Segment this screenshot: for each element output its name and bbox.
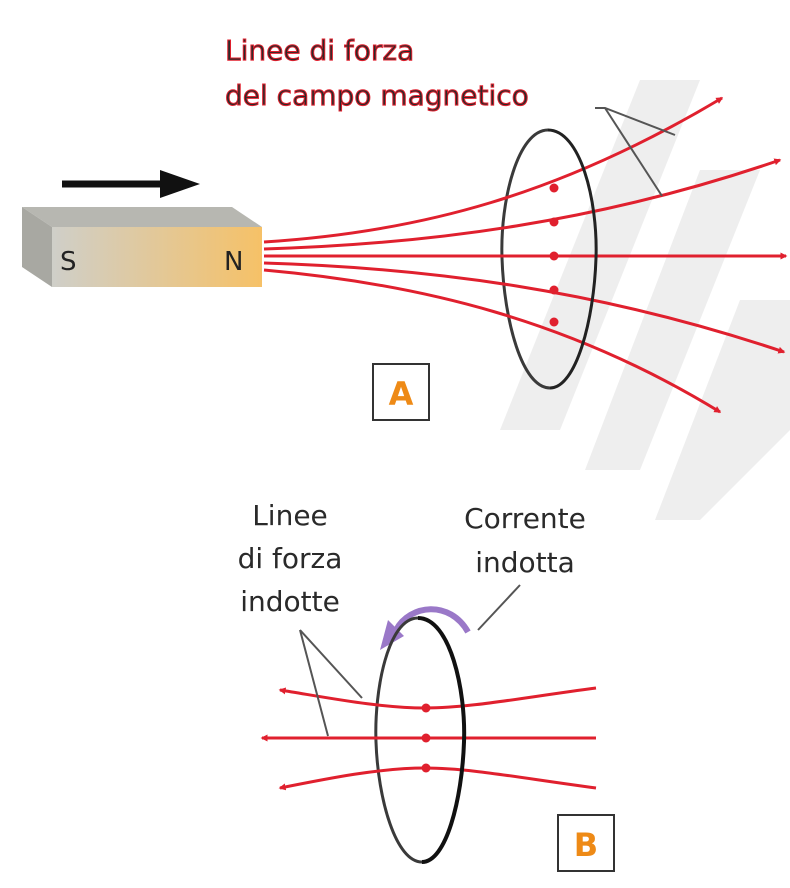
badge-b-text: B: [574, 826, 598, 864]
induced-current-label-2: indotta: [475, 546, 575, 579]
field-line-b-1: [278, 686, 597, 710]
loop-b-front: [417, 616, 467, 864]
intersection-dots-b: [421, 703, 431, 773]
bar-magnet: S N: [22, 207, 262, 287]
magnet-south-label: S: [60, 247, 77, 277]
badge-a-text: A: [389, 375, 414, 413]
loop-b-back: [374, 616, 423, 864]
curved-arrow-icon: [380, 606, 471, 650]
induced-lines-label-3: indotte: [240, 585, 340, 618]
loop-a-back: [500, 128, 551, 390]
label-b-leaders: [299, 629, 363, 737]
badge-a: A: [372, 363, 430, 421]
field-line-a-2: [263, 158, 782, 251]
loop-a-front: [547, 128, 598, 390]
magnet-north-label: N: [224, 247, 243, 277]
intersection-dots-a: [549, 183, 559, 327]
field-line-a-1: [263, 96, 724, 244]
induced-current-label-1: Corrente: [464, 502, 586, 535]
arrow-right-icon: [62, 170, 200, 198]
field-lines-label-line2: del campo magnetico: [225, 79, 529, 112]
field-lines-a: [263, 96, 788, 414]
induced-lines-label-1: Linee: [252, 499, 328, 532]
label-a-leaders: [595, 107, 676, 197]
field-line-a-4: [263, 261, 786, 354]
watermark: [500, 80, 790, 520]
current-leader: [477, 584, 521, 631]
field-line-b-3: [278, 766, 597, 791]
induced-lines-label-2: di forza: [238, 542, 343, 575]
field-line-a-5: [263, 268, 722, 414]
badge-b: B: [557, 814, 615, 872]
field-lines-label-line1: Linee di forza: [225, 34, 414, 67]
